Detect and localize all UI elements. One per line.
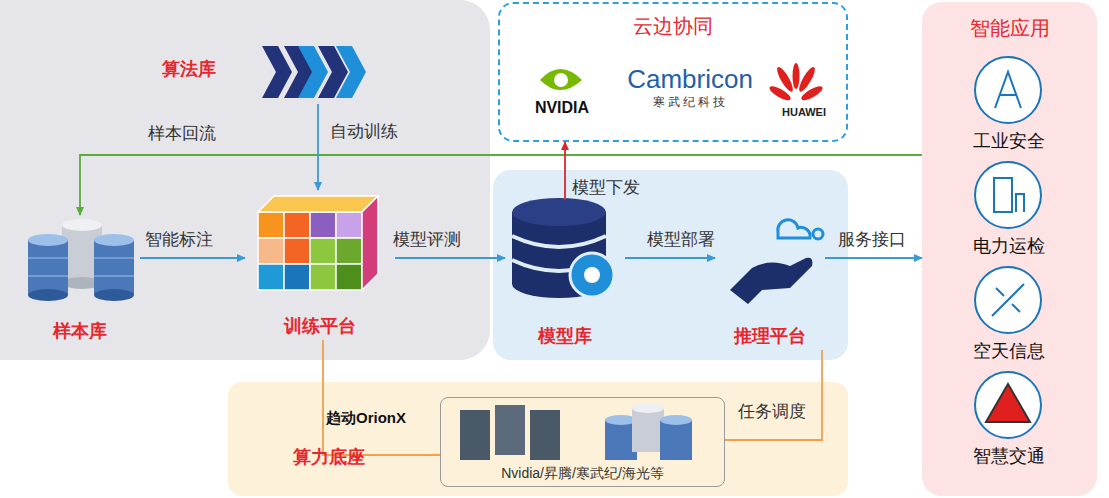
connector — [825, 257, 922, 259]
node-text: 模型库 — [538, 326, 592, 348]
edge-label: 服务接口 — [838, 230, 906, 250]
huawei-logo — [768, 63, 825, 103]
inference-icon — [730, 220, 823, 304]
connector — [625, 257, 715, 259]
node-text: Cambricon — [627, 64, 753, 95]
diagram-node: 模型库 — [505, 200, 625, 350]
diagram-node: 云边协同 NVIDIA Cambricon寒武纪科技 HUAWEI — [498, 2, 848, 142]
connector — [564, 142, 566, 200]
diagram-node: HUAWEI — [765, 57, 843, 121]
edge-label: 自动训练 — [330, 122, 398, 142]
edge-label: 模型下发 — [572, 178, 640, 198]
connector — [725, 350, 822, 440]
node-text: Nvidia/昇腾/寒武纪/海光等 — [501, 465, 664, 482]
node-text: 电力运检 — [973, 236, 1045, 258]
node-text: 空天信息 — [973, 341, 1045, 363]
diagram-node: 智能应用工业安全电力运检空天信息智慧交通 — [922, 2, 1097, 496]
node-text: NVIDIA — [535, 98, 589, 117]
node-text: 寒武纪科技 — [653, 95, 728, 109]
diagram-node: 推理平台 — [715, 200, 825, 350]
model-db-icon — [512, 198, 614, 298]
diagram-node: 电力运检 — [949, 162, 1069, 260]
diagram-node: 训练平台 — [245, 190, 395, 340]
diagram-node: 算力底座 Nvidia/昇腾/寒武纪/海光等 — [228, 382, 848, 496]
connector — [140, 257, 245, 259]
server-icon — [460, 403, 692, 460]
diagram-node: 样本库 — [20, 215, 140, 345]
connector — [80, 155, 922, 215]
diagram-node: NVIDIA — [517, 57, 607, 119]
edge-label: 智能标注 — [145, 230, 213, 250]
nvidia-eye — [540, 69, 582, 90]
node-text: 算法库 — [162, 59, 216, 81]
left-panel — [0, 0, 490, 360]
node-text: 样本库 — [53, 321, 107, 343]
edge-label: 模型评测 — [393, 230, 461, 250]
node-text: 云边协同 — [633, 14, 713, 38]
connector — [395, 257, 505, 259]
node-text: 智能应用 — [970, 16, 1050, 40]
diagram-node: 算法库 — [150, 38, 380, 104]
node-text: 智慧交通 — [973, 446, 1045, 468]
diagram-node: 智慧交通 — [949, 372, 1069, 470]
diagram-node: Cambricon寒武纪科技 — [615, 60, 765, 116]
node-text: 推理平台 — [734, 326, 806, 348]
edge-label: 任务调度 — [738, 402, 806, 422]
algorithm-icon — [262, 46, 366, 98]
node-text: 算力底座 — [293, 447, 365, 469]
connector — [317, 104, 319, 190]
connector — [323, 340, 440, 455]
node-text: 工业安全 — [973, 131, 1045, 153]
node-text: HUAWEI — [782, 106, 826, 119]
software-label: 趋动OrionX — [326, 409, 406, 427]
diagram-node: 工业安全 — [949, 57, 1069, 155]
training-cube-icon — [258, 196, 378, 290]
diagram-node: 空天信息 — [949, 267, 1069, 365]
edge-label: 样本回流 — [148, 124, 216, 144]
database-icon — [28, 219, 134, 301]
node-text: 训练平台 — [284, 316, 356, 338]
diagram-node: Nvidia/昇腾/寒武纪/海光等 — [440, 397, 725, 487]
edge-label: 模型部署 — [647, 230, 715, 250]
